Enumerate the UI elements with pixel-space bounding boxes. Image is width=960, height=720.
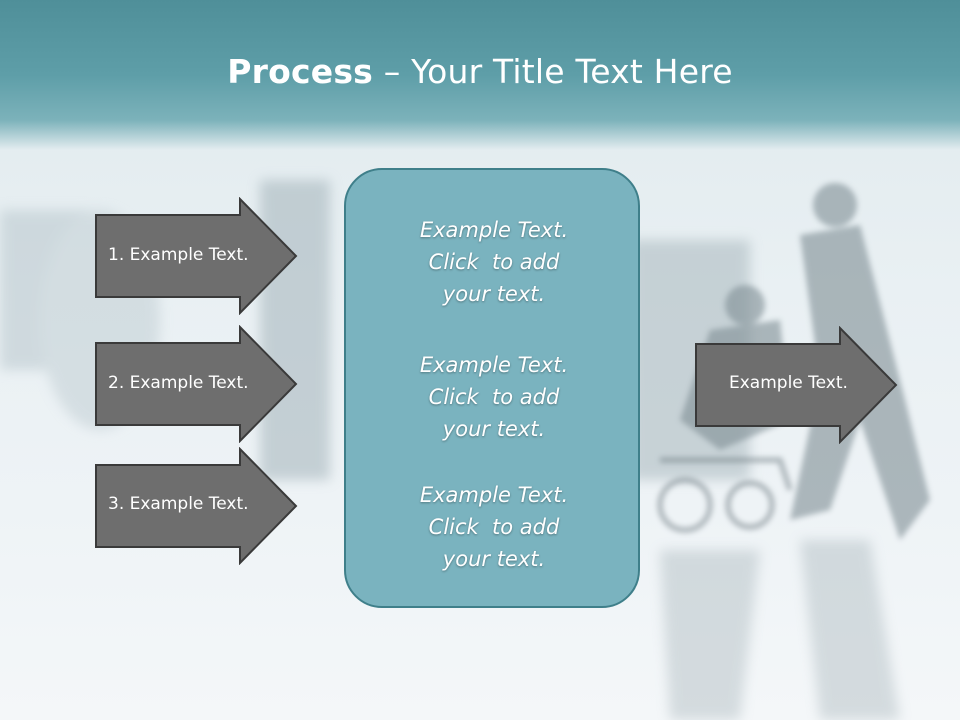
panel-line: your text.	[442, 282, 546, 306]
step-label-1: 1. Example Text.	[108, 245, 249, 265]
panel-line: Example Text.	[419, 483, 569, 507]
panel-line: Click to add	[428, 515, 560, 539]
step-label-2: 2. Example Text.	[108, 373, 249, 393]
title-rest: – Your Title Text Here	[373, 52, 733, 91]
center-text-panel[interactable]: Example Text. Click to add your text. Ex…	[344, 168, 640, 608]
result-label: Example Text.	[729, 373, 848, 393]
panel-line: Click to add	[428, 250, 560, 274]
panel-line: your text.	[442, 547, 546, 571]
step-arrow-1[interactable]	[94, 197, 300, 315]
panel-text-block-2[interactable]: Example Text. Click to add your text.	[346, 349, 642, 445]
step-arrow-3[interactable]	[94, 447, 300, 565]
panel-line: Example Text.	[419, 218, 569, 242]
title-bar	[0, 0, 960, 150]
panel-text-block-1[interactable]: Example Text. Click to add your text.	[346, 214, 642, 310]
result-arrow[interactable]	[694, 326, 900, 444]
step-label-3: 3. Example Text.	[108, 494, 249, 514]
slide-title[interactable]: Process – Your Title Text Here	[0, 52, 960, 91]
panel-line: Example Text.	[419, 353, 569, 377]
title-bold: Process	[227, 52, 374, 91]
panel-text-block-3[interactable]: Example Text. Click to add your text.	[346, 479, 642, 575]
panel-line: your text.	[442, 417, 546, 441]
panel-line: Click to add	[428, 385, 560, 409]
step-arrow-2[interactable]	[94, 325, 300, 443]
